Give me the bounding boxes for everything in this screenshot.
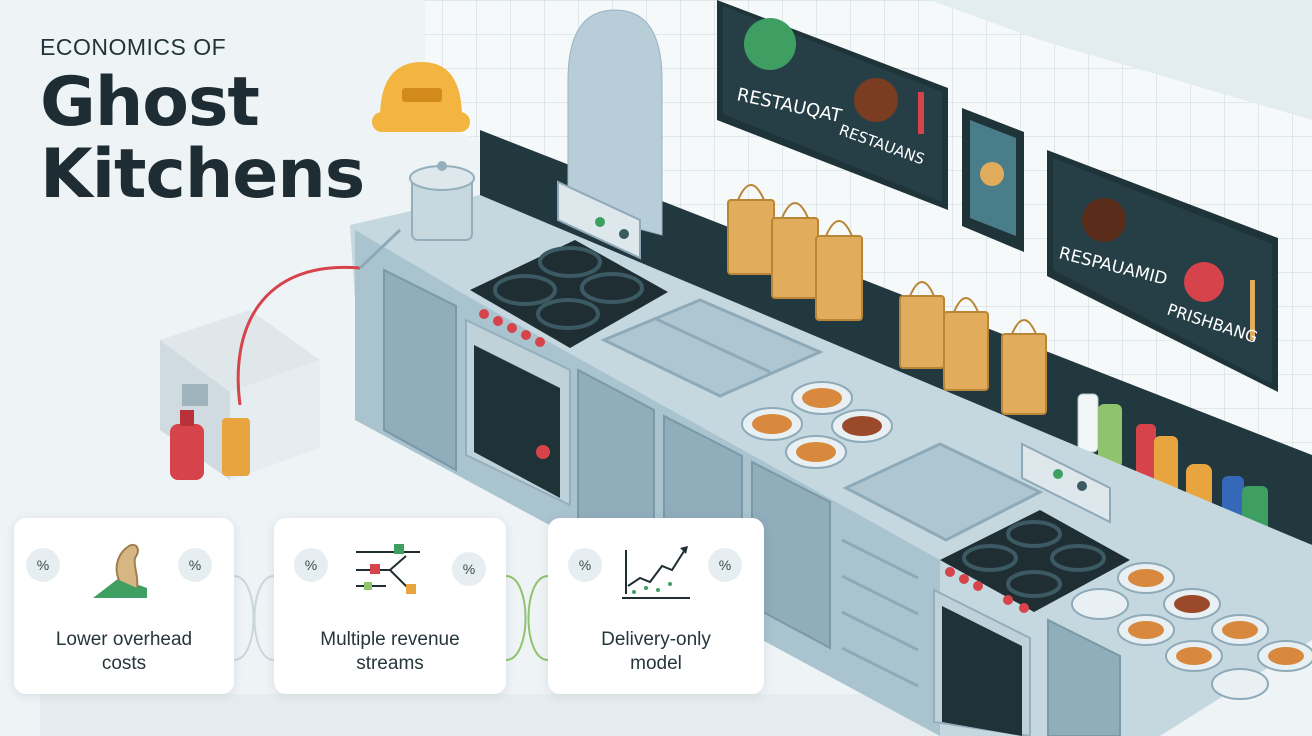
percent-badge-right: % <box>452 552 486 586</box>
utility-unit <box>160 228 402 480</box>
percent-badge-right: % <box>708 548 742 582</box>
card-caption-line-2: costs <box>101 653 147 674</box>
control-panel-2 <box>1021 442 1111 524</box>
chef-hat-icon <box>372 62 470 132</box>
oven-2 <box>933 567 1031 736</box>
card-caption-line-1: Delivery-only <box>601 629 711 650</box>
oven-1 <box>465 309 571 507</box>
delivery-bags <box>727 184 1047 415</box>
restaurant-sign-2: RESPAUAMID PRISHBANG <box>1047 150 1278 392</box>
oil-can <box>222 418 250 476</box>
headline-line-2: Kitchens <box>40 135 365 214</box>
stovetop-1 <box>470 240 668 348</box>
restaurant-sign-1: RESTAUQAT RESTAUANS <box>717 0 948 210</box>
floor <box>40 694 940 736</box>
fire-extinguisher <box>170 410 204 480</box>
money-plant-icon <box>93 544 147 598</box>
headline-line-1: Ghost <box>40 63 260 142</box>
card-delivery-only: % % Delivery-only model <box>548 518 764 694</box>
tablet-screen <box>962 108 1024 252</box>
card-caption-line-2: model <box>630 653 682 674</box>
title-block: ECONOMICS OF Ghost Kitchens <box>40 34 420 211</box>
range-hood <box>567 9 663 236</box>
card-lower-overhead: % % Lower overhead costs <box>14 518 234 694</box>
card-revenue-streams: % % Multiple revenue streams <box>274 518 506 694</box>
stovetop-2 <box>940 510 1130 612</box>
card-connector-2 <box>505 575 549 661</box>
percent-badge-left: % <box>568 548 602 582</box>
card-caption-line-1: Lower overhead <box>55 629 193 650</box>
card-caption-line-2: streams <box>356 653 424 674</box>
wall-window <box>930 0 1312 120</box>
percent-badge-right: % <box>178 548 212 582</box>
percent-badge-left: % <box>294 548 328 582</box>
flow-chart-icon <box>356 544 420 594</box>
open-shelves <box>841 538 919 688</box>
food-trays <box>741 381 1312 700</box>
control-panel-1 <box>557 180 641 260</box>
sink-1 <box>600 298 824 398</box>
sink-2 <box>842 442 1044 542</box>
card-caption-line-1: Multiple revenue <box>320 629 460 650</box>
trend-chart-icon <box>622 546 690 599</box>
cooking-pot <box>409 161 475 241</box>
percent-badge-left: % <box>26 548 60 582</box>
eyebrow: ECONOMICS OF <box>40 34 227 60</box>
card-connector-1 <box>233 575 275 661</box>
